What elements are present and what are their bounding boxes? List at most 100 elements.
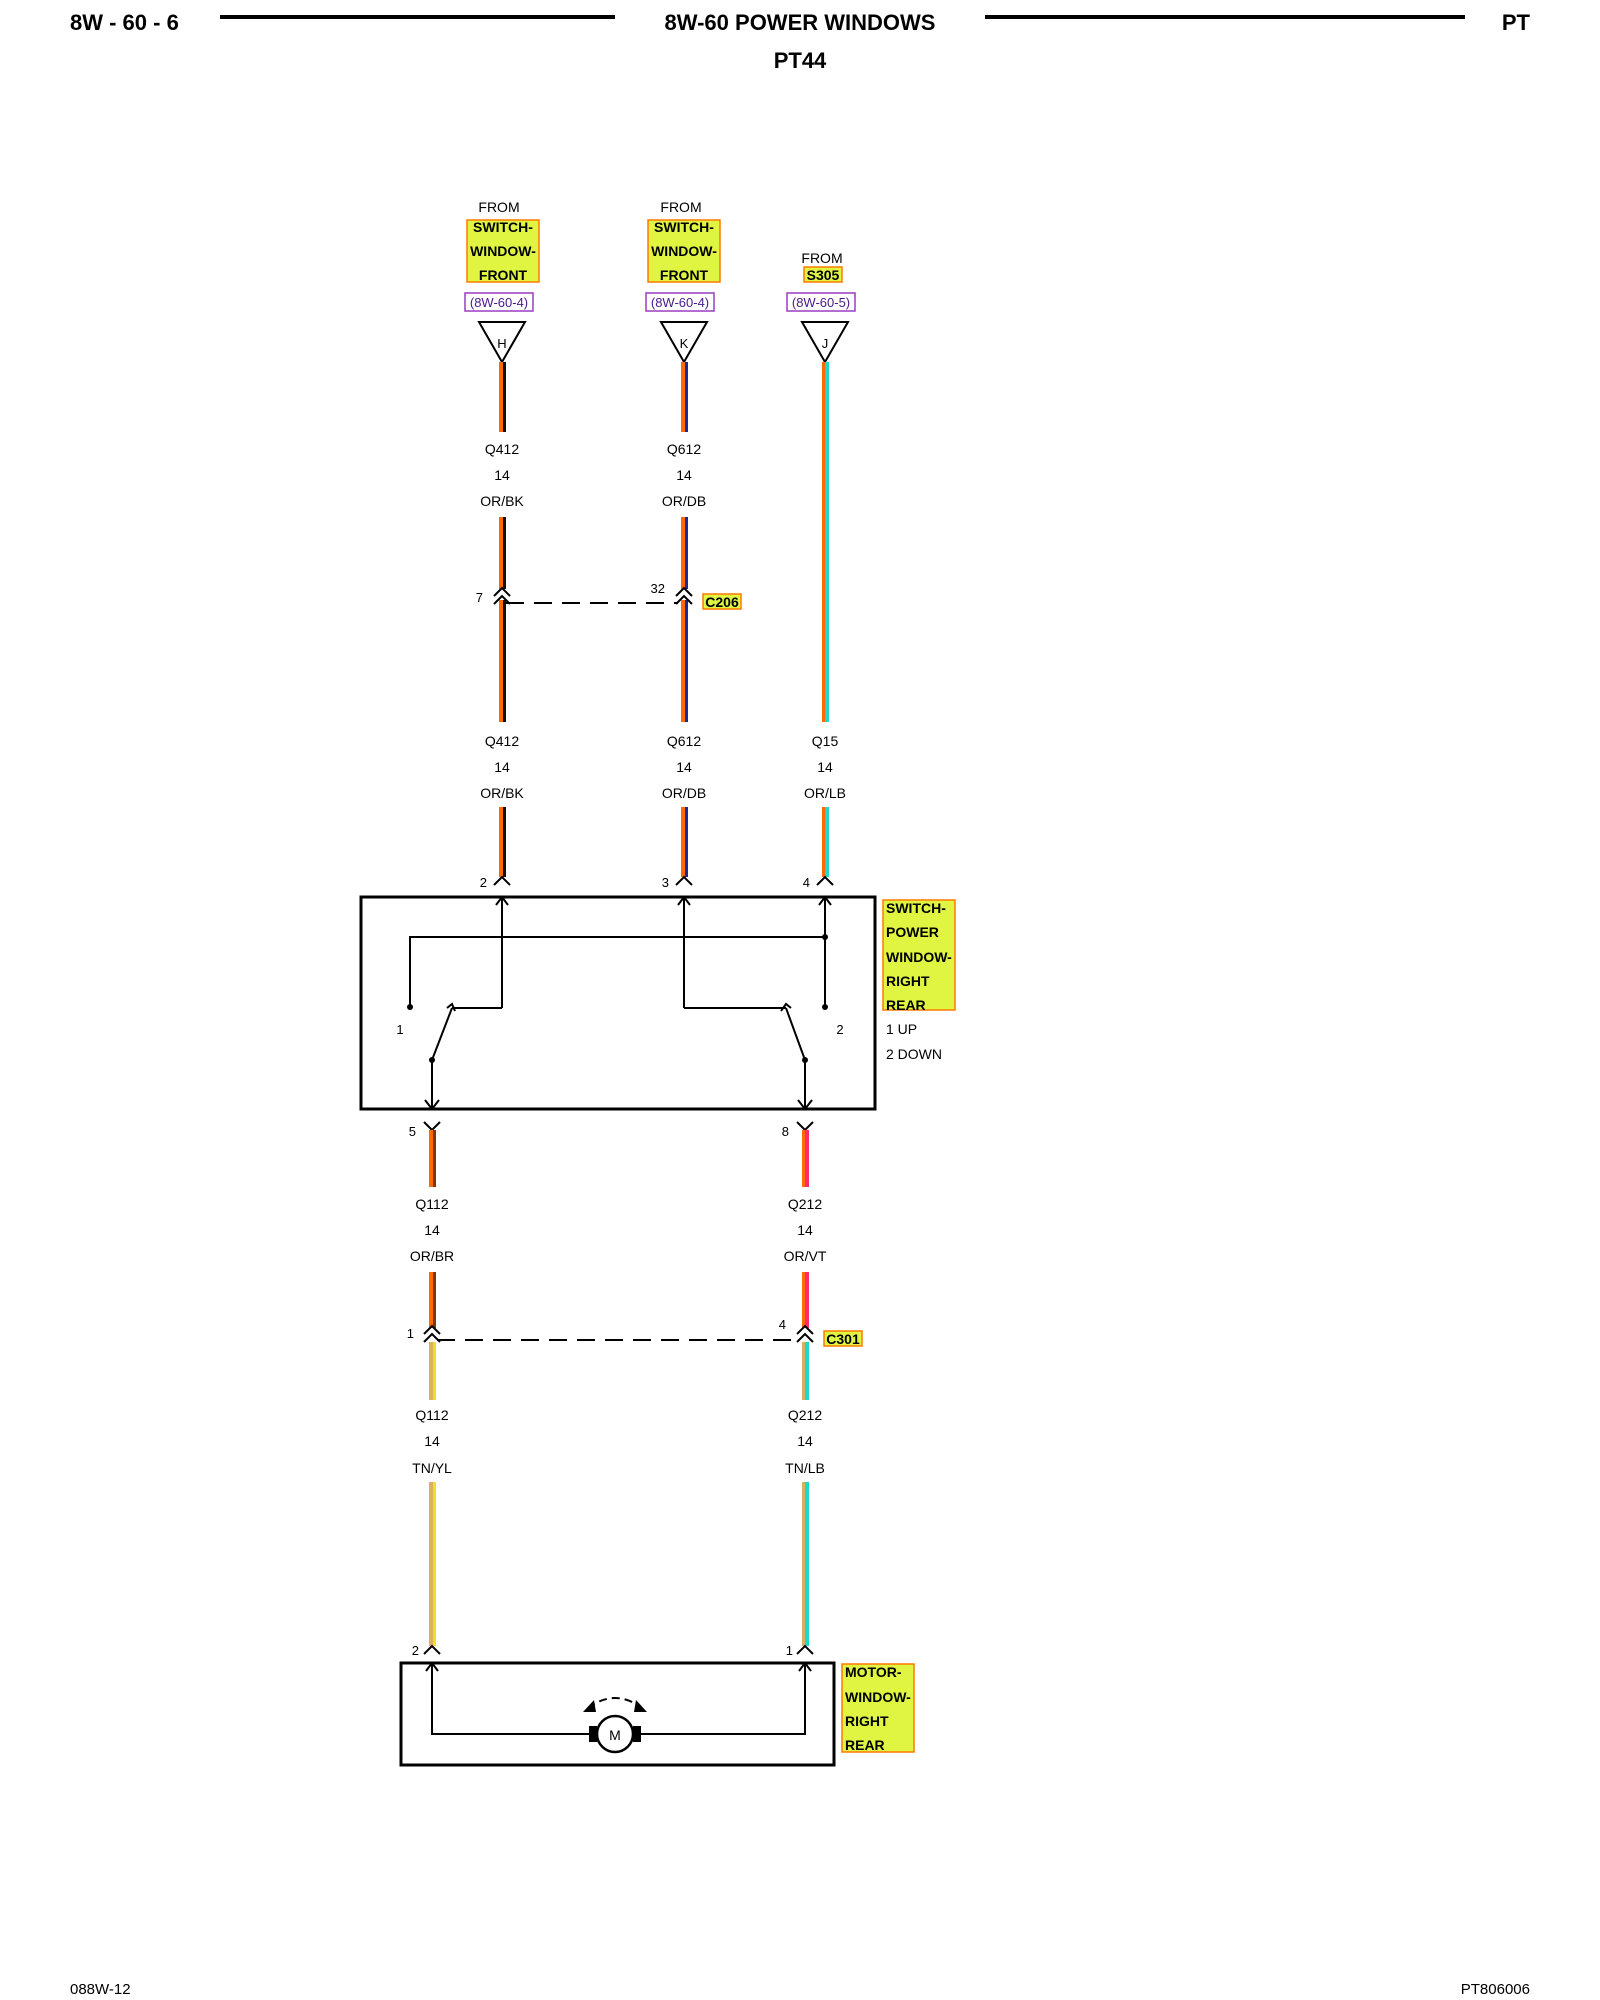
wire-color-label: OR/BK (480, 785, 524, 801)
switch-pin-mark (816, 875, 834, 886)
wire-q412-switch (499, 807, 506, 877)
connector-letter: K (680, 336, 689, 351)
switch-blade-tip (780, 1002, 792, 1012)
source-name-line: S305 (807, 267, 840, 283)
switch-name-line: WINDOW- (886, 949, 952, 965)
wire-gauge-label: 14 (424, 1433, 440, 1449)
switch-name-line: RIGHT (886, 973, 930, 989)
wire-circuit-label: Q212 (788, 1407, 822, 1423)
motor-name-line: WINDOW- (845, 1689, 911, 1705)
wire-q15-full (822, 362, 829, 722)
connector-pin-number: 7 (476, 590, 483, 605)
source-ref-box (464, 292, 534, 312)
wire-circuit-label: Q15 (812, 733, 839, 749)
motor-brush (589, 1726, 597, 1742)
wire-color-label: OR/VT (784, 1248, 827, 1264)
switch-contact-dot (822, 1004, 828, 1010)
source-name-line: SWITCH- (654, 219, 714, 235)
connector-c206-label: C206 (705, 594, 739, 610)
connector-c206-highlight (702, 593, 742, 610)
motor-internal-line (431, 1663, 590, 1735)
wire-gauge-label: 14 (817, 759, 833, 775)
switch-internal-arrow (797, 1099, 813, 1111)
motor-pin-mark (423, 1644, 441, 1655)
wire-q212-upper (802, 1130, 809, 1187)
wire-q412-upper (499, 362, 506, 432)
wire-color-label: OR/LB (804, 785, 846, 801)
switch-pin-number: 8 (782, 1124, 789, 1139)
switch-internal-arrow (424, 1099, 440, 1111)
switch-blade-down (785, 1007, 806, 1061)
motor-name-highlight (841, 1663, 915, 1753)
switch-pin-number: 2 (480, 875, 487, 890)
source-highlight-box (647, 219, 721, 283)
switch-name-highlight (882, 899, 956, 1011)
motor-pin-number: 2 (412, 1643, 419, 1658)
connector-c301-highlight (823, 1330, 863, 1347)
switch-position-number: 2 (836, 1022, 843, 1037)
wire-color-label: OR/BR (410, 1248, 454, 1264)
footer-page-code: PT806006 (1461, 1981, 1530, 1998)
source-name-line: FRONT (660, 267, 709, 283)
motor-internal-line (640, 1663, 806, 1735)
switch-legend-up: 1 UP (886, 1021, 917, 1037)
wire-circuit-label: Q412 (485, 733, 519, 749)
wire-q112-c301-lower (429, 1342, 436, 1400)
source-ref-box (645, 292, 715, 312)
page-subtitle: PT44 (774, 48, 827, 73)
wire-q412-c206 (499, 517, 506, 589)
wire-color-label: TN/LB (785, 1460, 825, 1476)
source-from-label: FROM (660, 199, 701, 215)
connector-pin-mark (796, 1332, 814, 1343)
motor-name-line: MOTOR- (845, 1664, 902, 1680)
wire-circuit-label: Q612 (667, 733, 701, 749)
source-ref-link[interactable]: (8W-60-4) (470, 295, 528, 310)
wire-q212-motor (802, 1482, 809, 1646)
connector-pin-mark (675, 594, 693, 605)
wire-q112-c301 (429, 1272, 436, 1328)
switch-blade-tip (446, 1002, 456, 1012)
motor-arrowhead-left-icon (583, 1700, 596, 1712)
wire-gauge-label: 14 (424, 1222, 440, 1238)
connector-pin-number: 32 (651, 581, 665, 596)
wire-gauge-label: 14 (676, 759, 692, 775)
connector-c301-label: C301 (826, 1331, 860, 1347)
source-ref-box (786, 292, 856, 312)
switch-pin-mark (675, 875, 693, 886)
switch-name-line: SWITCH- (886, 900, 946, 916)
source-name-line: FRONT (479, 267, 528, 283)
switch-pin-number: 4 (803, 875, 810, 890)
wire-q612-lower (681, 600, 688, 722)
wire-color-label: OR/DB (662, 493, 706, 509)
source-from-label: FROM (478, 199, 519, 215)
motor-pin-mark (796, 1644, 814, 1655)
switch-pin-mark (423, 1121, 441, 1132)
connector-triangle (659, 321, 709, 365)
wire-circuit-label: Q212 (788, 1196, 822, 1212)
motor-window-box (399, 1661, 836, 1767)
wire-color-label: TN/YL (412, 1460, 452, 1476)
source-ref-link[interactable]: (8W-60-4) (651, 295, 709, 310)
page-number: 8W - 60 - 6 (70, 10, 179, 35)
switch-internal-arrow (677, 895, 691, 906)
source-highlight-box (803, 266, 843, 283)
connector-triangle (800, 321, 850, 365)
connector-pin-number: 4 (779, 1317, 786, 1332)
wire-gauge-label: 14 (494, 759, 510, 775)
connector-pin-number: 1 (407, 1326, 414, 1341)
motor-arrowhead-right-icon (634, 1700, 647, 1712)
motor-internal-arrow (798, 1661, 812, 1672)
source-ref-link[interactable]: (8W-60-5) (792, 295, 850, 310)
wire-color-label: OR/DB (662, 785, 706, 801)
source-highlight-box (466, 219, 540, 283)
source-name-line: WINDOW- (651, 243, 717, 259)
page-title: 8W-60 POWER WINDOWS (665, 10, 936, 35)
connector-letter: H (497, 336, 506, 351)
switch-pin-number: 5 (409, 1124, 416, 1139)
connector-letter: J (822, 336, 829, 351)
wire-q612-switch (681, 807, 688, 877)
wire-q212-c301 (802, 1272, 809, 1328)
switch-power-window-box (359, 895, 877, 1111)
wire-q412-lower (499, 600, 506, 722)
wire-color-label: OR/BK (480, 493, 524, 509)
